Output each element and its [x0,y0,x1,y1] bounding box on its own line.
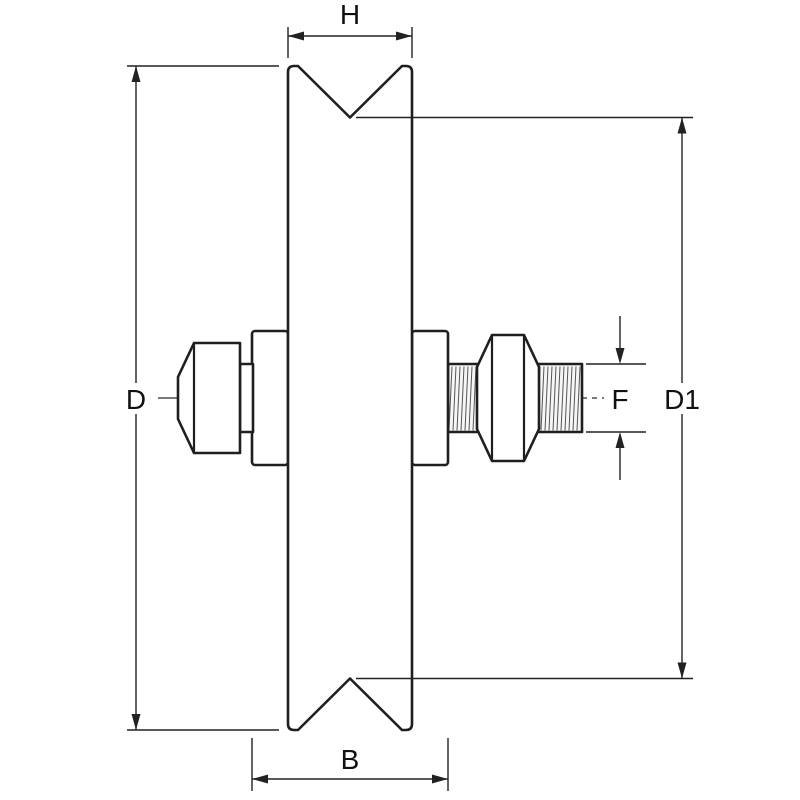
label-H: H [340,0,360,30]
dimension-H: H [287,0,413,58]
label-D: D [126,384,146,415]
arrow-down [131,714,141,730]
dimension-F: F [586,316,646,480]
axle-stub [238,362,255,434]
dimension-B: B [251,738,449,791]
arrow-down [615,348,625,364]
arrow-left [252,774,268,784]
dimension-D1: D1 [356,116,706,680]
label-F: F [611,384,628,415]
right-hub-spacer [410,329,450,467]
left-hub-spacer [250,329,290,467]
arrow-right [432,774,448,784]
right-hex-nut [475,333,541,463]
arrow-up [615,432,625,448]
arrow-up [131,66,141,82]
dimension-D: D [119,65,279,731]
label-B: B [341,744,360,775]
label-D1: D1 [664,384,700,415]
arrow-down [677,662,687,679]
arrow-up [677,117,687,134]
left-hex-nut [176,341,242,455]
arrow-right [396,31,412,41]
arrow-left [288,31,304,41]
wheel-body [286,64,414,732]
